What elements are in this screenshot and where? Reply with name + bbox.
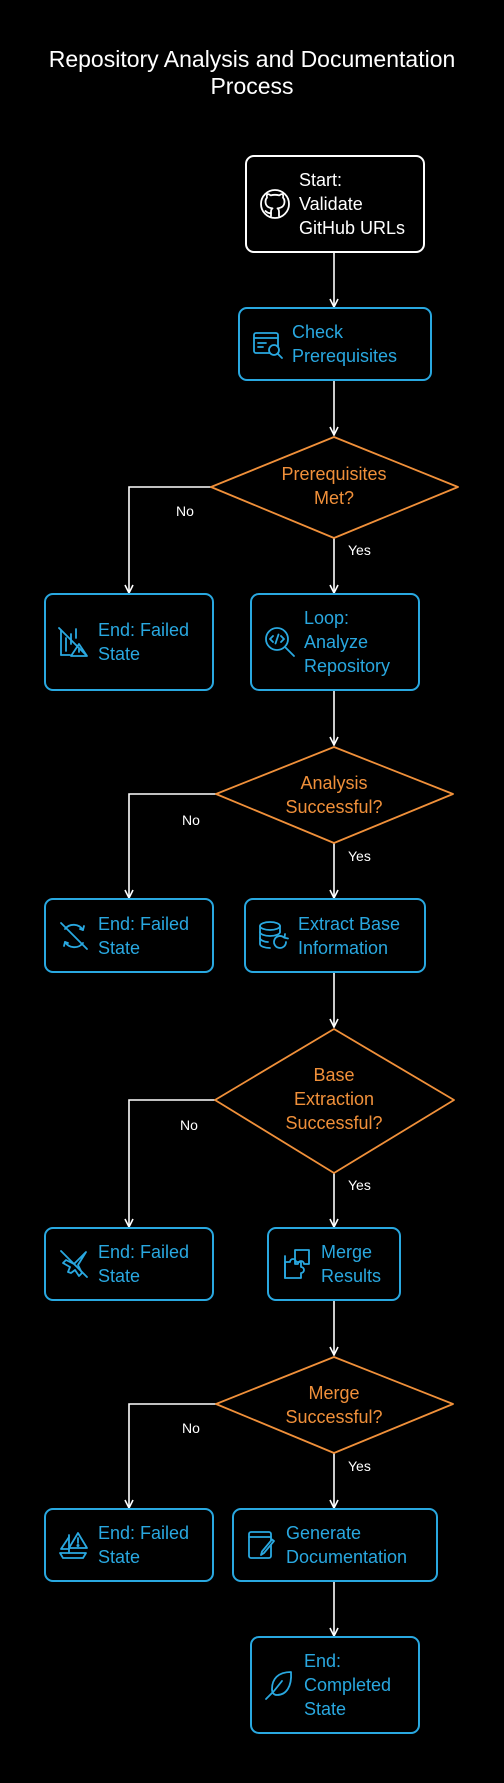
failed-state-node-3: End: Failed State bbox=[44, 1227, 214, 1301]
analyze-repository-label: Loop: Analyze Repository bbox=[304, 608, 391, 676]
failed-state-node-1: End: Failed State bbox=[44, 593, 214, 691]
completed-state-node: End: Completed State bbox=[250, 1636, 420, 1734]
extract-base-information-node: Extract Base Information bbox=[244, 898, 426, 973]
code-search-icon bbox=[262, 624, 298, 660]
decision-analysis-successful bbox=[215, 746, 454, 844]
edge-label-yes: Yes bbox=[348, 848, 371, 864]
edge-label-yes: Yes bbox=[348, 1458, 371, 1474]
broken-cycle-icon bbox=[56, 918, 92, 954]
failed-state-label-4: End: Failed State bbox=[98, 1523, 190, 1567]
start-node: Start: Validate GitHub URLs bbox=[245, 155, 425, 253]
edge-label-no: No bbox=[182, 812, 200, 828]
edge-label-no: No bbox=[180, 1117, 198, 1133]
notebook-pen-icon bbox=[244, 1527, 280, 1563]
decision-base-extraction-successful bbox=[214, 1028, 455, 1174]
broken-plane-icon bbox=[56, 1246, 92, 1282]
merge-results-node: Merge Results bbox=[267, 1227, 401, 1301]
edge-d4-no bbox=[129, 1403, 216, 1508]
extract-base-information-label: Extract Base Information bbox=[298, 913, 401, 958]
decision-label-merge-successful: Merge Successful? bbox=[285, 1383, 383, 1427]
merge-results-label: Merge Results bbox=[321, 1242, 382, 1286]
diagram-title: Repository Analysis and Documentation Pr… bbox=[48, 46, 456, 99]
sailboat-warning-icon bbox=[56, 1527, 92, 1563]
github-icon bbox=[257, 186, 293, 222]
edge-d3-no bbox=[129, 1099, 215, 1227]
failed-state-node-4: End: Failed State bbox=[44, 1508, 214, 1582]
decision-label-base-extraction-successful: Base Extraction Successful? bbox=[285, 1065, 383, 1133]
decision-label-analysis-successful: Analysis Successful? bbox=[285, 773, 383, 817]
check-prerequisites-label: Check Prerequisites bbox=[292, 322, 398, 366]
edge-label-yes: Yes bbox=[348, 1177, 371, 1193]
completed-state-label: End: Completed State bbox=[304, 1651, 392, 1719]
failed-state-label-3: End: Failed State bbox=[98, 1242, 190, 1286]
edge-label-no: No bbox=[176, 503, 194, 519]
failed-state-label-1: End: Failed State bbox=[98, 620, 190, 664]
edge-d1-no bbox=[129, 486, 211, 593]
edge-label-no: No bbox=[182, 1420, 200, 1436]
decision-label-prerequisites-met: Prerequisites Met? bbox=[281, 464, 387, 508]
failed-state-node-2: End: Failed State bbox=[44, 898, 214, 973]
leaf-icon bbox=[262, 1667, 298, 1703]
check-prerequisites-node: Check Prerequisites bbox=[238, 307, 432, 381]
start-node-label: Start: Validate GitHub URLs bbox=[299, 170, 406, 238]
failed-state-label-2: End: Failed State bbox=[98, 913, 190, 958]
decision-prerequisites-met bbox=[210, 436, 459, 539]
generate-documentation-label: Generate Documentation bbox=[286, 1523, 408, 1567]
check-prerequisites-icon bbox=[250, 326, 286, 362]
decision-merge-successful bbox=[215, 1356, 454, 1454]
edge-label-yes: Yes bbox=[348, 542, 371, 558]
puzzle-icon bbox=[279, 1246, 315, 1282]
analyze-repository-node: Loop: Analyze Repository bbox=[250, 593, 420, 691]
database-refresh-icon bbox=[256, 918, 292, 954]
edge-d2-no bbox=[129, 793, 216, 898]
broken-chart-warning-icon bbox=[56, 624, 92, 660]
generate-documentation-node: Generate Documentation bbox=[232, 1508, 438, 1582]
